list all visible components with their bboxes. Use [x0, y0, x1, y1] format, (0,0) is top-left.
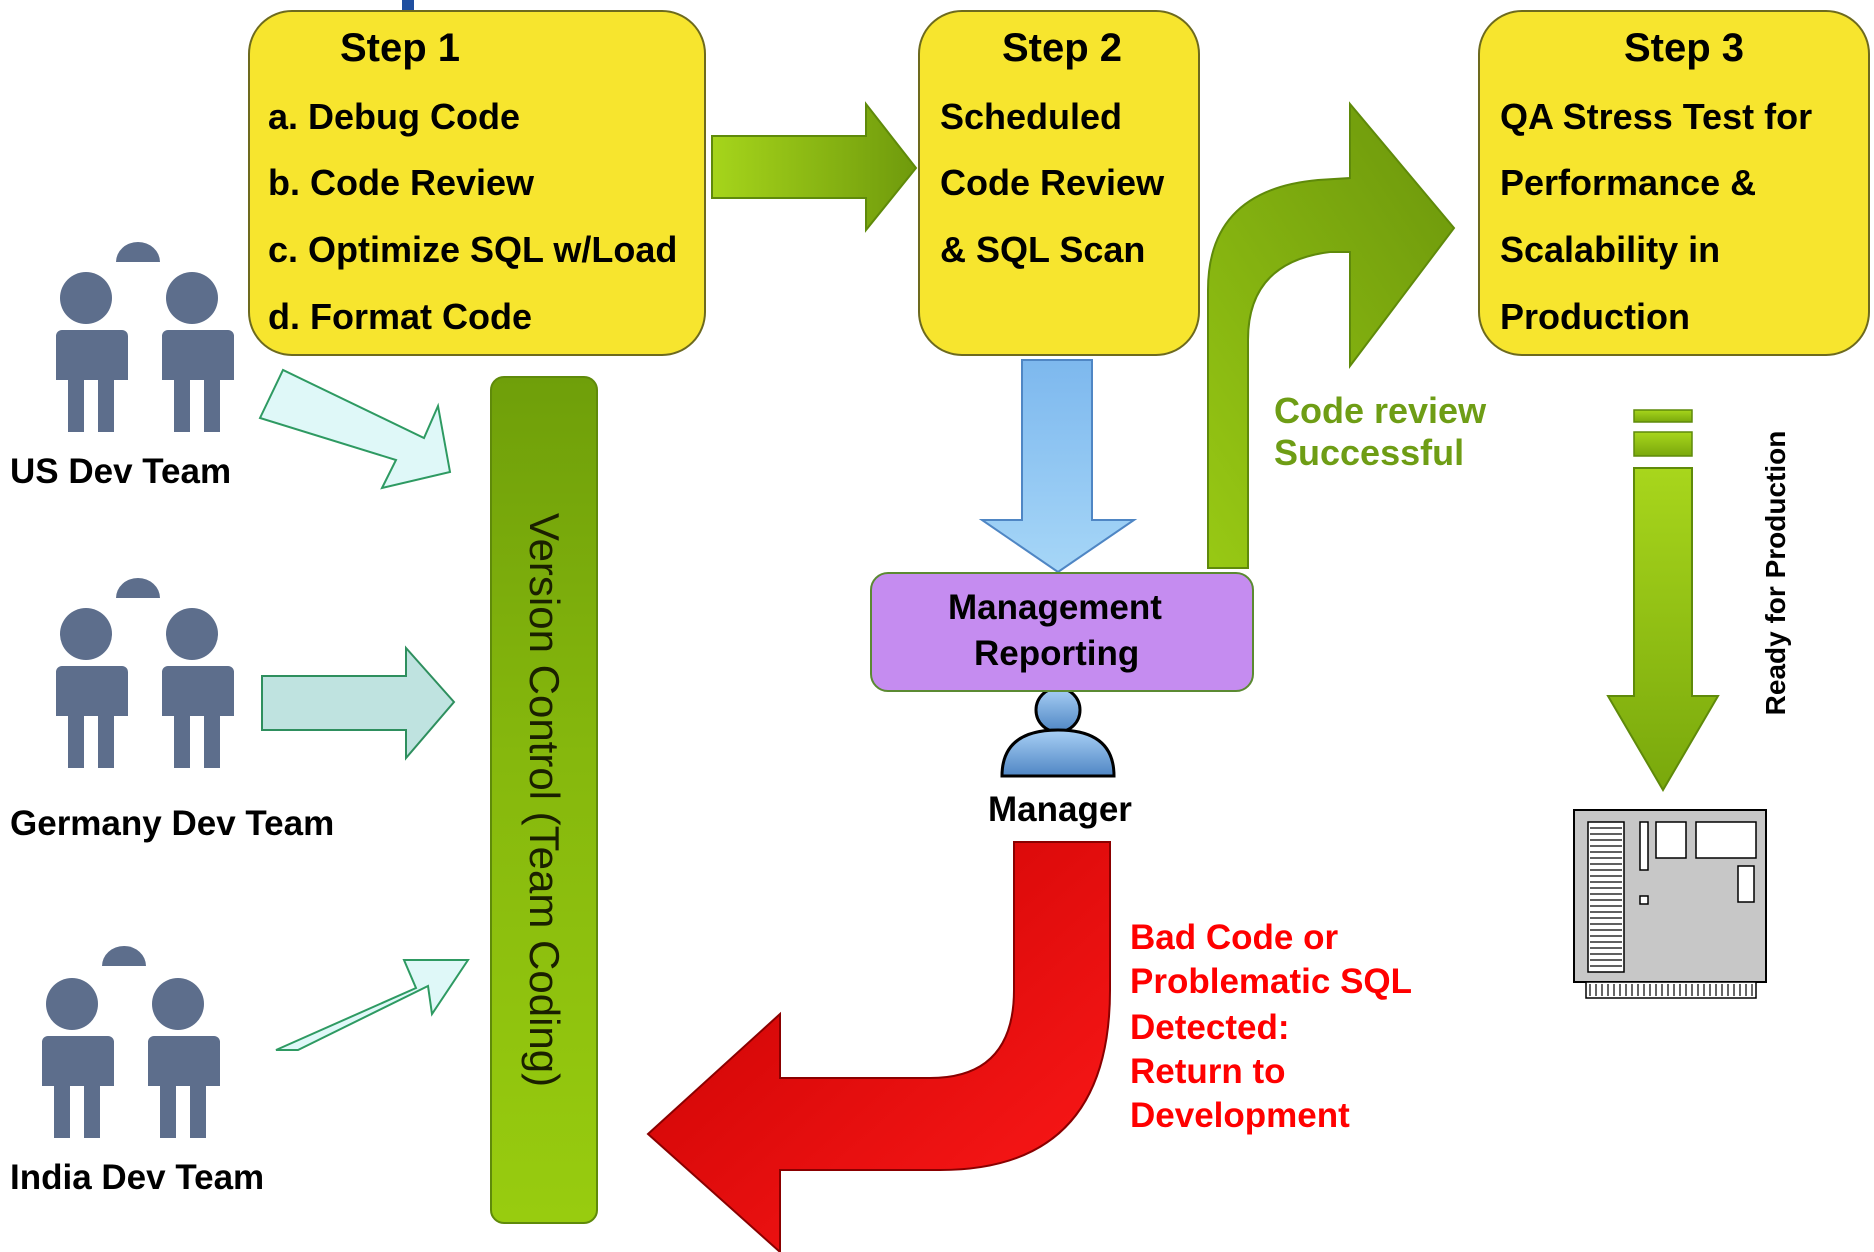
manager-label: Manager — [988, 790, 1132, 829]
ready-for-production-label: Ready for Production — [1760, 430, 1791, 716]
step2-line: Scheduled — [940, 96, 1123, 137]
management-line2: Reporting — [974, 634, 1140, 673]
step3-box: Step 3 QA Stress Test for Performance & … — [1478, 10, 1870, 356]
step3-line: Performance & — [1500, 162, 1757, 203]
success-label-line1: Code review — [1274, 390, 1487, 431]
step3-line: QA Stress Test for — [1500, 96, 1813, 137]
failure-label-line: Return to — [1130, 1052, 1286, 1091]
step1-item: b. Code Review — [268, 162, 535, 203]
manager-person-icon — [1000, 686, 1116, 778]
step2-to-management-arrow — [978, 359, 1138, 574]
management-line1: Management — [948, 588, 1162, 627]
success-curved-arrow — [1207, 101, 1456, 569]
management-reporting-box — [870, 572, 1254, 692]
germany-team-arrow — [261, 645, 456, 761]
version-control-bar — [490, 376, 598, 1224]
server-board-icon — [1573, 809, 1767, 999]
step3-title: Step 3 — [1624, 26, 1745, 70]
step1-title: Step 1 — [340, 26, 461, 70]
team-label-india: India Dev Team — [10, 1158, 265, 1197]
ready-for-production-arrow — [1606, 409, 1720, 792]
step1-item: a. Debug Code — [268, 96, 521, 137]
step1-to-step2-arrow — [711, 101, 918, 233]
step3-line: Production — [1500, 296, 1690, 337]
success-label-line2: Successful — [1274, 432, 1465, 473]
step1-box: Step 1 a. Debug Code b. Code Review c. O… — [248, 10, 706, 356]
step3-line: Scalability in — [1500, 229, 1721, 270]
step2-box: Step 2 Scheduled Code Review & SQL Scan — [918, 10, 1200, 356]
team-label-us: US Dev Team — [10, 452, 232, 491]
india-dev-team-people-icon — [36, 946, 220, 1138]
us-team-arrow — [258, 368, 452, 490]
step2-line: Code Review — [940, 162, 1165, 203]
step2-line: & SQL Scan — [940, 229, 1146, 270]
failure-label-line: Detected: — [1130, 1008, 1290, 1047]
return-to-development-arrow — [646, 841, 1111, 1252]
failure-label-line: Problematic SQL — [1130, 962, 1413, 1001]
india-team-arrow — [275, 959, 470, 1051]
us-dev-team-people-icon — [50, 242, 234, 432]
step1-item: c. Optimize SQL w/Load — [268, 229, 678, 270]
team-label-germany: Germany Dev Team — [10, 804, 335, 843]
version-control-label: Version Control (Team Coding) — [521, 512, 568, 1088]
failure-label-line: Bad Code or — [1130, 918, 1339, 957]
failure-label-line: Development — [1130, 1096, 1350, 1135]
germany-dev-team-people-icon — [50, 578, 234, 768]
step2-title: Step 2 — [1002, 26, 1123, 70]
step1-item: d. Format Code — [268, 296, 533, 337]
